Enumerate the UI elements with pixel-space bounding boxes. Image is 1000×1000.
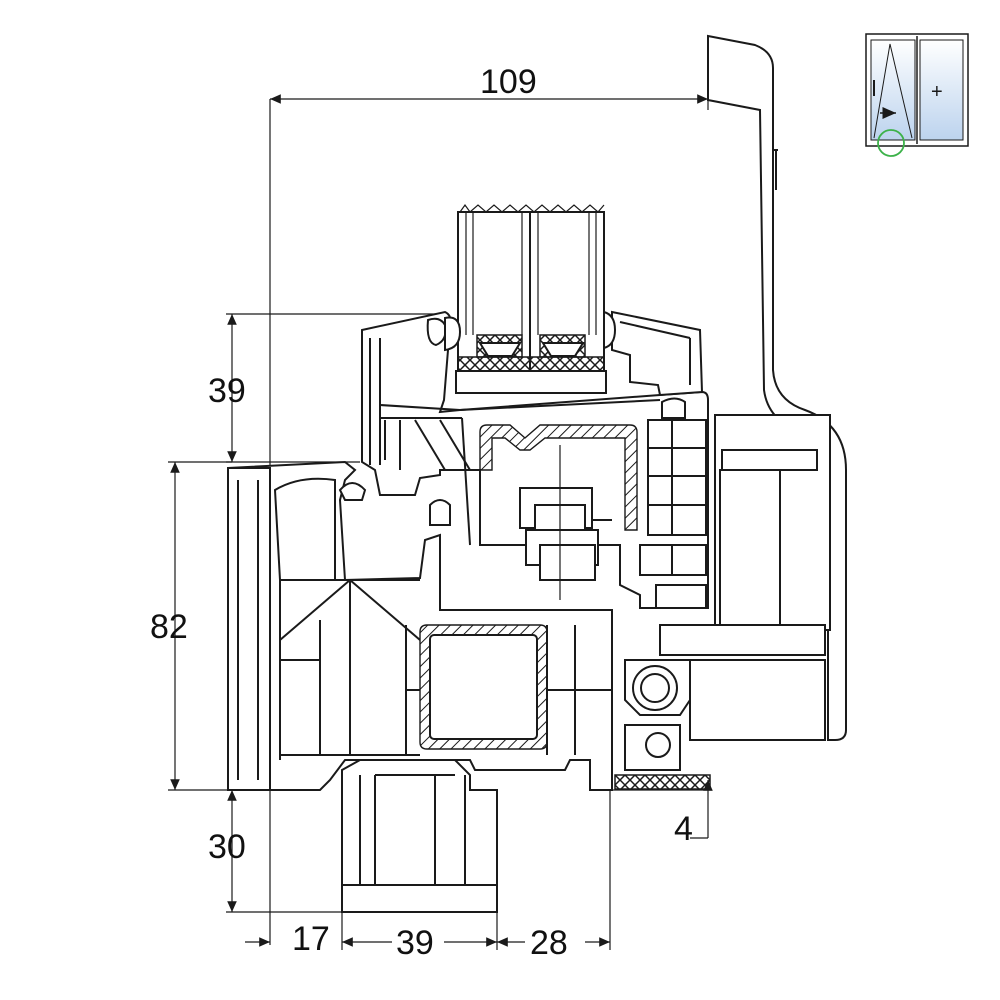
highlight-circle [877, 129, 905, 157]
hardware-fittings [519, 414, 831, 790]
dim-bottom-depth: 30 [208, 828, 246, 866]
sash-profile [361, 310, 709, 609]
dim-bottom-b: 39 [396, 924, 434, 962]
window-thumbnail: + [865, 33, 969, 157]
dim-bottom-a: 17 [292, 920, 330, 958]
thumbnail-plus: + [931, 81, 943, 103]
dim-right-offset: 4 [674, 810, 693, 848]
dim-bottom-c: 28 [530, 924, 568, 962]
dim-sash-height: 39 [208, 372, 246, 410]
dim-top-width: 109 [480, 63, 537, 101]
bottom-extension-profile [341, 759, 498, 913]
frame-profile [227, 460, 613, 791]
glazing-unit [455, 203, 607, 394]
dim-frame-height: 82 [150, 608, 188, 646]
